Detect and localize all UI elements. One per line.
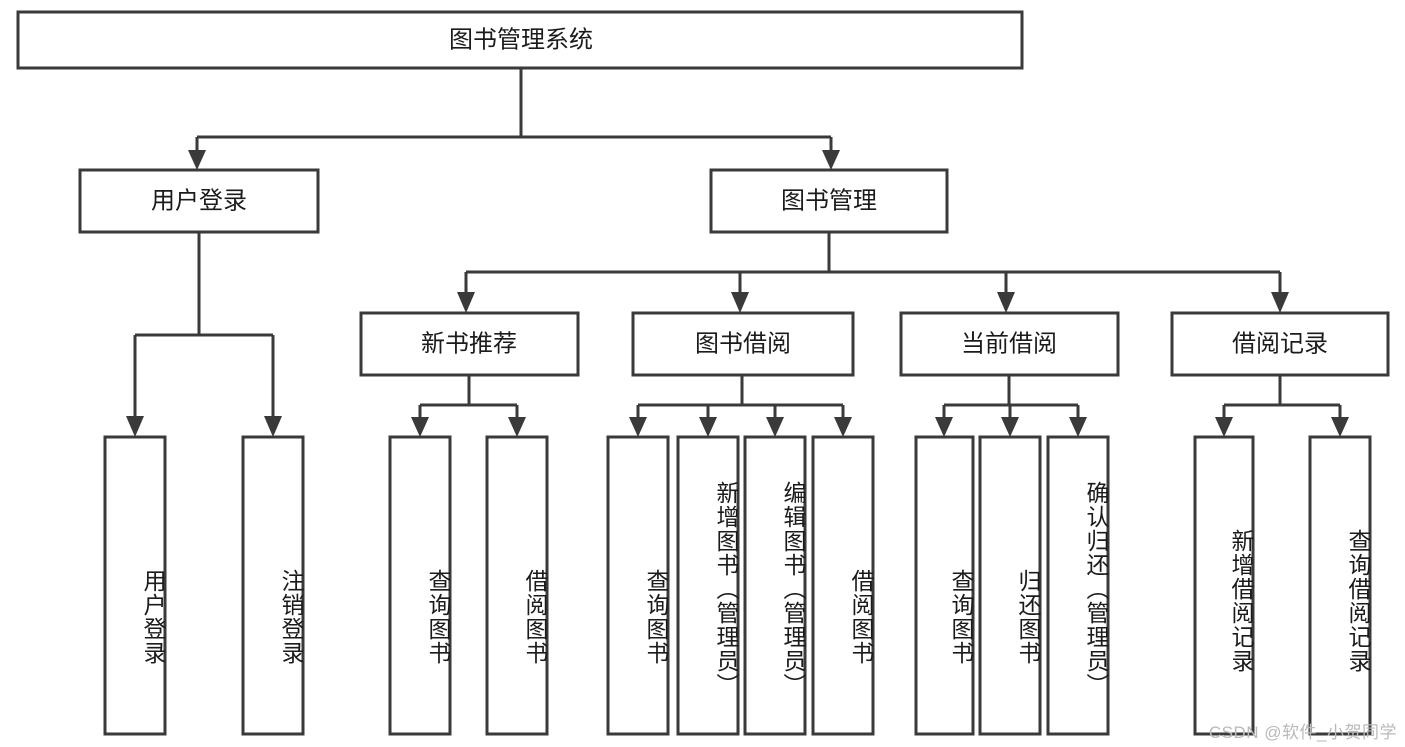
connector-group-root — [188, 68, 840, 170]
arrow-head-leaf-user-login — [126, 416, 144, 437]
arrow-head-current-borrow — [997, 292, 1015, 313]
arrow-head-new-book-recommend — [457, 292, 475, 313]
node-leaf-edit-book-admin-box[interactable] — [743, 435, 807, 736]
arrow-head-book-management — [822, 150, 840, 170]
connector-group-new-book-recommend — [411, 375, 526, 437]
node-book-management[interactable]: 图书管理 — [709, 168, 949, 234]
node-leaf-confirm-return-admin-box[interactable] — [1046, 435, 1110, 736]
node-user-login[interactable]: 用户登录 — [78, 168, 320, 234]
node-leaf-logout-login-box[interactable] — [241, 435, 305, 736]
node-leaf-query-book-current-box[interactable] — [914, 435, 975, 736]
arrow-head-leaf-borrow-book-recommend — [508, 417, 526, 437]
node-leaf-add-borrow-record-box[interactable] — [1193, 435, 1255, 736]
node-book-management-label: 图书管理 — [781, 187, 877, 214]
arrow-head-borrow-record — [1271, 292, 1289, 313]
leaf-boxes — [103, 435, 1372, 736]
node-user-login-label: 用户登录 — [151, 187, 247, 214]
node-leaf-borrow-book-box[interactable] — [811, 435, 875, 736]
node-new-book-recommend-box[interactable] — [359, 311, 580, 377]
node-current-borrow[interactable]: 当前借阅 — [899, 311, 1120, 377]
arrow-head-leaf-edit-book-admin — [766, 417, 784, 437]
node-book-borrow[interactable]: 图书借阅 — [631, 311, 855, 377]
arrow-head-user-login — [188, 150, 206, 170]
node-new-book-recommend[interactable]: 新书推荐 — [359, 311, 580, 377]
node-leaf-user-login-box[interactable] — [103, 435, 167, 736]
node-leaf-borrow-book-recommend-box[interactable] — [485, 435, 549, 736]
node-root-box[interactable] — [16, 10, 1024, 70]
node-book-management-box[interactable] — [709, 168, 949, 234]
arrow-head-book-borrow — [731, 292, 749, 313]
connector-group-book-borrow — [629, 375, 852, 437]
connector-group-current-borrow — [935, 375, 1087, 437]
node-root[interactable]: 图书管理系统 — [16, 10, 1024, 70]
node-leaf-return-book-box[interactable] — [978, 435, 1042, 736]
arrow-head-leaf-return-book — [1001, 417, 1019, 437]
node-borrow-record-box[interactable] — [1170, 311, 1390, 377]
node-new-book-recommend-label: 新书推荐 — [421, 330, 517, 357]
node-current-borrow-label: 当前借阅 — [961, 330, 1057, 357]
node-leaf-query-borrow-record-box[interactable] — [1308, 435, 1372, 736]
arrow-head-leaf-query-borrow-record — [1331, 417, 1349, 437]
arrow-head-leaf-logout-login — [264, 416, 282, 437]
node-borrow-record-label: 借阅记录 — [1232, 330, 1328, 357]
node-book-borrow-box[interactable] — [631, 311, 855, 377]
arrow-head-leaf-borrow-book — [834, 417, 852, 437]
node-leaf-add-book-admin-box[interactable] — [676, 435, 740, 736]
node-current-borrow-box[interactable] — [899, 311, 1120, 377]
node-root-label: 图书管理系统 — [449, 26, 593, 53]
connector-group-borrow-record — [1215, 375, 1349, 437]
connector-group-book-management — [457, 232, 1289, 313]
connector-group-user-login — [126, 232, 282, 437]
arrow-head-leaf-confirm-return-admin — [1069, 417, 1087, 437]
node-book-borrow-label: 图书借阅 — [695, 330, 791, 357]
arrow-head-leaf-query-book-borrow — [629, 417, 647, 437]
node-leaf-query-book-borrow-box[interactable] — [606, 435, 670, 736]
node-leaf-query-book-recommend-box[interactable] — [388, 435, 452, 736]
csdn-watermark: CSDN @软件_小贺同学 — [1208, 723, 1397, 742]
arrow-head-leaf-query-book-recommend — [411, 417, 429, 437]
arrow-head-leaf-add-book-admin — [699, 417, 717, 437]
node-user-login-box[interactable] — [78, 168, 320, 234]
node-borrow-record[interactable]: 借阅记录 — [1170, 311, 1390, 377]
arrow-head-leaf-query-book-current — [935, 417, 953, 437]
arrow-head-leaf-add-borrow-record — [1215, 417, 1233, 437]
